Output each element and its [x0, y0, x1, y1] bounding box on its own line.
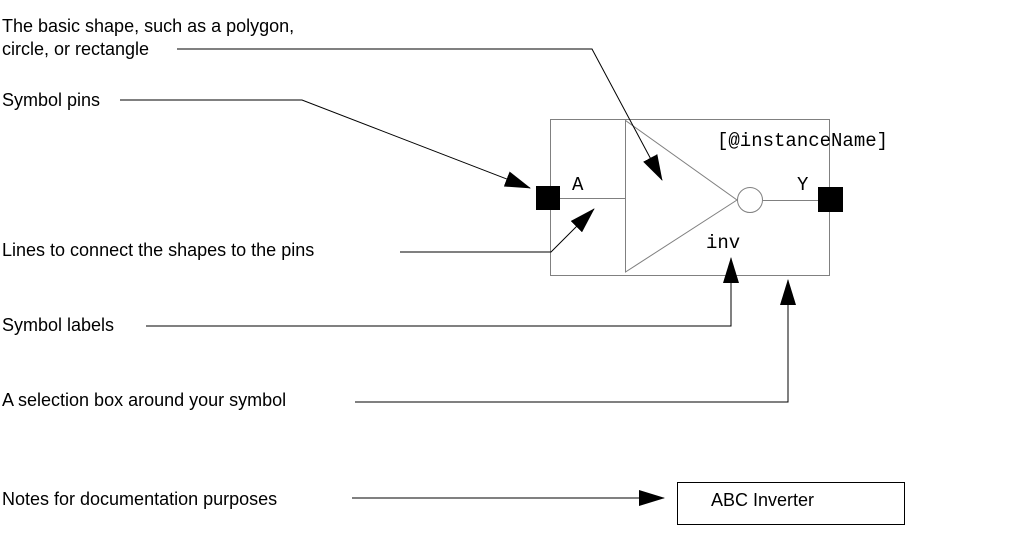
- callout-selection-box: A selection box around your symbol: [2, 390, 287, 410]
- callout-symbol-pins: Symbol pins: [2, 90, 101, 110]
- output-pin-y[interactable]: [818, 187, 843, 212]
- callout-notes: Notes for documentation purposes: [2, 489, 278, 509]
- callout-symbol-labels: Symbol labels: [2, 315, 115, 335]
- note-box[interactable]: [677, 482, 905, 525]
- instance-name-label: [@instanceName]: [717, 130, 888, 152]
- leader-connect-lines: [400, 208, 595, 253]
- callout-basic-shape-line2: circle, or rectangle: [2, 39, 150, 59]
- note-box-text: ABC Inverter: [711, 490, 814, 510]
- inverter-triangle-shape: [625, 119, 738, 273]
- cell-name-label: inv: [706, 232, 740, 254]
- callout-basic-shape-line1: The basic shape, such as a polygon,: [2, 16, 295, 36]
- input-pin-label: A: [572, 174, 584, 196]
- inversion-bubble-shape: [737, 187, 763, 213]
- input-pin-a[interactable]: [536, 186, 560, 210]
- leader-symbol-pins: [120, 99, 531, 189]
- callout-connect-lines: Lines to connect the shapes to the pins: [2, 240, 315, 260]
- leader-selection-box: [355, 279, 796, 403]
- leader-basic-shape: [177, 48, 663, 181]
- leader-symbol-labels: [146, 257, 739, 327]
- output-pin-label: Y: [797, 174, 809, 196]
